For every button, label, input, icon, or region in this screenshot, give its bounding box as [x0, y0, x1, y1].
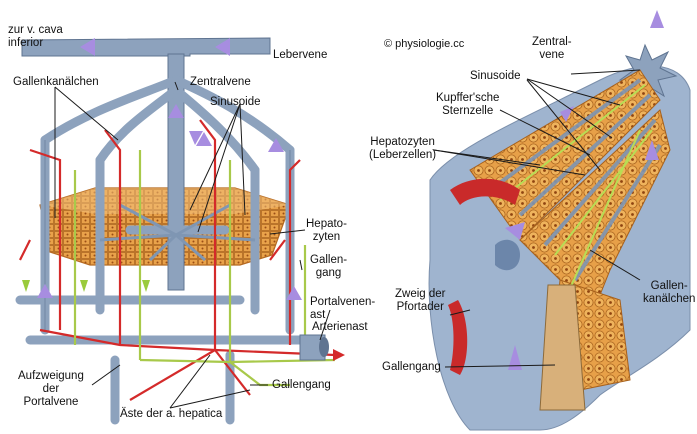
label-lebervene: Lebervene: [273, 49, 328, 61]
flow-arrows-right: [505, 10, 664, 370]
sinusoid-lines: [99, 203, 256, 262]
label-zentralvene-right: Zentral-vene: [532, 36, 572, 61]
hepatic-vein: [21, 37, 271, 57]
label-hepatozyten-right: Hepatozyten(Leberzellen): [369, 136, 437, 161]
bile-ducts: [73, 150, 336, 387]
label-gallenkanaelchen-left: Gallenkanälchen: [13, 76, 99, 88]
left-panel: [15, 37, 345, 425]
label-gallengang-bottom: Gallengang: [272, 379, 331, 391]
flow-arrows-left: [37, 38, 302, 300]
leader-lines: [54, 69, 641, 409]
right-bile-duct: [539, 284, 586, 411]
label-sinusoide-right: Sinusoide: [470, 70, 521, 82]
label-gallengang-side: Gallen-gang: [310, 254, 348, 279]
label-gallenkanaelchen-right: Gallen-kanälchen: [643, 280, 696, 305]
label-sinusoide-left: Sinusoide: [210, 96, 261, 108]
label-hepatozyten-left: Hepato-zyten: [306, 218, 347, 243]
right-artery: [450, 178, 520, 205]
right-portal-branch: [495, 239, 520, 271]
label-portalvenenast: Portalvenen-ast: [310, 296, 376, 321]
portal-vein-stub: [299, 334, 326, 361]
label-aeste: Äste der a. hepatica: [120, 408, 223, 420]
right-panel: [428, 10, 691, 431]
copyright-text: © physiologie.cc: [384, 38, 465, 50]
hepatic-artery-branches: [19, 119, 336, 401]
label-zentralvene-left: Zentralvene: [190, 76, 251, 88]
label-gallengang-right: Gallengang: [382, 361, 441, 373]
label-arterienast: Arterienast: [312, 321, 368, 333]
